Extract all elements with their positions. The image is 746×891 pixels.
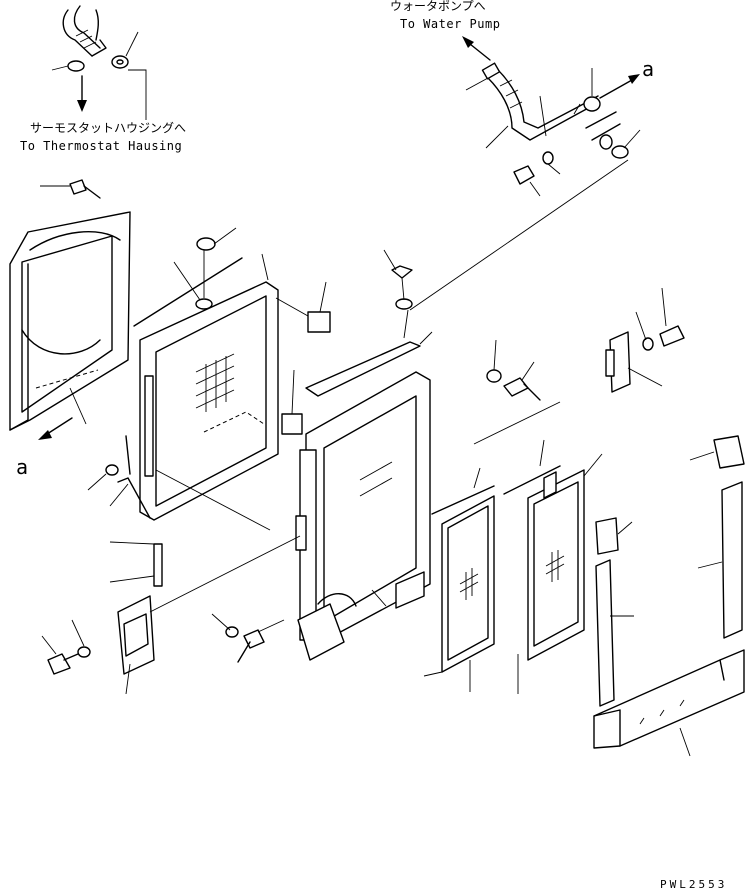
long-pin bbox=[109, 541, 163, 587]
water-pump-label-en: To Water Pump bbox=[400, 17, 500, 31]
thermostat-label-en: To Thermostat Hausing bbox=[20, 139, 182, 153]
water-pump-direction-arrow bbox=[462, 36, 491, 61]
hose-clamp-top bbox=[111, 31, 139, 69]
water-pump-hose bbox=[481, 62, 599, 141]
shroud-bolt bbox=[40, 179, 101, 199]
screen-leader-top-right bbox=[539, 439, 545, 467]
fan-shroud bbox=[9, 211, 131, 431]
screen-panel-right bbox=[503, 453, 603, 694]
washer-and-bolt-right bbox=[486, 339, 541, 401]
radiator-hose-leader bbox=[371, 589, 387, 607]
view-a-label-left: a bbox=[16, 455, 28, 479]
mounting-bracket-right bbox=[605, 331, 663, 393]
water-pump-leaders bbox=[409, 68, 641, 311]
washer-and-bolt-center bbox=[211, 613, 285, 663]
foam-seal-vertical-left bbox=[595, 559, 634, 707]
thermostat-hose bbox=[62, 5, 107, 57]
rubber-block-lower-leader bbox=[291, 369, 295, 415]
screen-leader-top bbox=[473, 467, 481, 489]
rubber-block-lower bbox=[281, 413, 303, 435]
washer-and-bolt-top-right bbox=[635, 287, 685, 351]
top-cover-plate bbox=[305, 331, 433, 397]
oil-cooler-core bbox=[139, 281, 279, 521]
foam-seal-small bbox=[595, 517, 633, 555]
bolt-and-washer-left bbox=[41, 619, 91, 675]
thermostat-direction-arrow bbox=[77, 75, 87, 112]
screen-panel-left bbox=[423, 485, 495, 692]
hose-clamp-left bbox=[51, 60, 85, 72]
view-a-arrow-left bbox=[38, 417, 73, 440]
hose-outlet-right bbox=[583, 96, 629, 159]
screen-leader-diag bbox=[473, 401, 561, 445]
water-pump-label-jp: ウォータポンプへ bbox=[390, 0, 486, 13]
shroud-leader bbox=[69, 387, 87, 425]
leader-thermostat-hose bbox=[128, 69, 147, 120]
view-a-label-right: a bbox=[642, 57, 654, 81]
foam-seal-bottom bbox=[593, 649, 745, 757]
foam-seal-top-right bbox=[689, 435, 745, 469]
view-a-arrow-right bbox=[599, 74, 640, 99]
pin-and-washer-left bbox=[87, 435, 271, 531]
oil-cooler-cap-and-bar bbox=[133, 227, 309, 327]
mounting-bracket-left bbox=[117, 535, 301, 695]
foam-seal-vertical-right bbox=[697, 481, 743, 639]
radiator-core bbox=[295, 371, 431, 661]
rubber-block-upper-leader bbox=[319, 281, 327, 313]
radiator-cap bbox=[383, 249, 413, 339]
hose-bolt-and-washer bbox=[513, 151, 554, 185]
drawing-code: PWL2553 bbox=[660, 878, 727, 891]
rubber-block-upper bbox=[307, 311, 331, 333]
thermostat-label-jp: サーモスタットハウジングへ bbox=[30, 121, 186, 135]
